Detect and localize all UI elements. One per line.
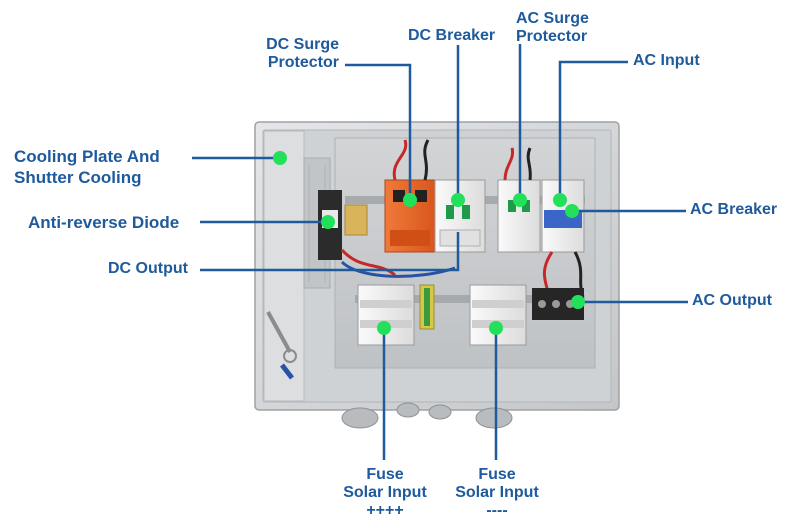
label-ac-surge-line1: AC Surge	[516, 10, 589, 27]
dot-ac-output	[571, 295, 585, 309]
label-ac-input: AC Input	[633, 52, 700, 69]
ac-breaker-component	[541, 179, 585, 253]
dot-ac-input	[553, 193, 567, 207]
label-fuse-positive-line2: Solar Input	[343, 484, 427, 501]
label-ac-output: AC Output	[692, 292, 772, 309]
label-ac-breaker: AC Breaker	[690, 201, 778, 218]
label-fuse-negative-line1: Fuse	[478, 466, 516, 483]
dot-dc-surge	[403, 193, 417, 207]
label-anti-reverse-diode: Anti-reverse Diode	[28, 213, 180, 232]
leader-dc-surge	[345, 63, 412, 200]
fuse-block-negative	[469, 284, 527, 346]
label-fuse-negative-line2: Solar Input	[455, 484, 539, 501]
dot-fuse-positive	[377, 321, 391, 335]
fuse-block-positive	[357, 284, 415, 346]
dot-ac-breaker	[565, 204, 579, 218]
label-cooling-plate: Cooling Plate And Shutter Cooling	[14, 146, 160, 188]
label-fuse-negative: Fuse Solar Input ----	[442, 466, 552, 520]
door-key	[266, 311, 297, 380]
label-dc-breaker: DC Breaker	[408, 27, 496, 44]
dot-fuse-negative	[489, 321, 503, 335]
ground-terminal	[419, 284, 435, 330]
marker-dots	[273, 151, 585, 335]
dc-breaker-component	[434, 179, 486, 253]
label-ac-surge-protector: AC Surge Protector	[516, 10, 589, 46]
dot-ac-surge	[513, 193, 527, 207]
enclosure	[254, 121, 620, 429]
label-fuse-negative-line3: ----	[486, 502, 508, 519]
leader-lines	[192, 44, 688, 460]
dot-cooling	[273, 151, 287, 165]
label-fuse-positive-line3: ++++	[366, 502, 404, 519]
cable-glands	[341, 402, 513, 429]
label-cooling-line1: Cooling Plate And	[14, 147, 160, 166]
label-cooling-line2: Shutter Cooling	[14, 168, 142, 187]
label-dc-surge-line2: Protector	[267, 54, 339, 71]
label-ac-surge-line2: Protector	[516, 28, 588, 45]
label-dc-surge-protector: DC Surge Protector	[245, 36, 339, 72]
dot-dc-breaker	[451, 193, 465, 207]
label-dc-surge-line1: DC Surge	[266, 36, 339, 53]
leader-dc-output	[200, 232, 460, 272]
leader-ac-input	[558, 60, 628, 200]
label-fuse-positive-line1: Fuse	[366, 466, 404, 483]
label-dc-output: DC Output	[108, 260, 188, 277]
dot-diode	[321, 215, 335, 229]
label-fuse-positive: Fuse Solar Input ++++	[330, 466, 440, 520]
